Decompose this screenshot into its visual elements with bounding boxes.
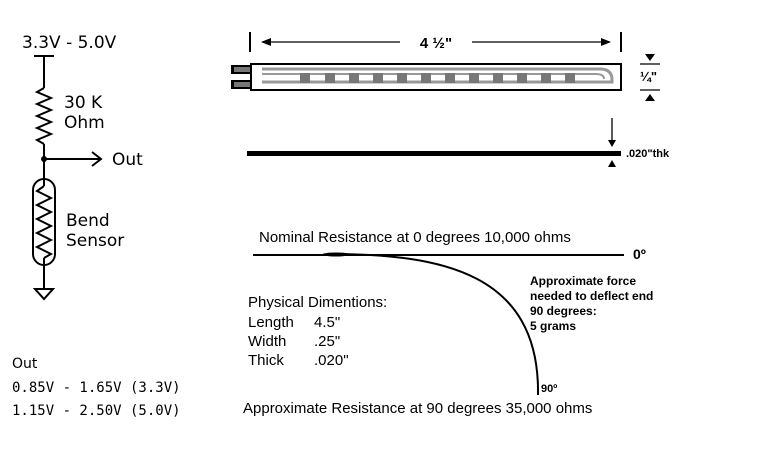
sensor-side-strip [247, 151, 621, 156]
length-arrow-left [261, 38, 271, 46]
resistor-unit-label: Ohm [64, 113, 105, 133]
bend-resistance-diagram: Nominal Resistance at 0 degrees 10,000 o… [243, 229, 653, 417]
approx-resistance-text: Approximate Resistance at 90 degrees 35,… [243, 400, 592, 417]
output-ranges-title: Out [12, 356, 38, 372]
physical-dimensions: Physical Dimentions: Length 4.5" Width .… [248, 294, 387, 369]
dimension-value-width: .25" [314, 333, 340, 350]
dimension-name-width: Width [248, 333, 286, 350]
force-note-line3: 90 degrees: [530, 304, 597, 318]
voltage-divider-circuit: 3.3V - 5.0V 30 K Ohm Out Bend Sensor [22, 33, 143, 301]
output-voltage-ranges: Out 0.85V - 1.65V (3.3V) 1.15V - 2.50V (… [12, 356, 181, 419]
width-arrow-top [645, 54, 655, 61]
out-arrow-head [91, 151, 103, 167]
thickness-arrow-top [608, 140, 616, 147]
dimension-value-length: 4.5" [314, 314, 340, 331]
resistor-value-label: 30 K [64, 93, 103, 113]
length-arrow-right [601, 38, 611, 46]
zero-degree-label: 0º [633, 246, 646, 262]
thickness-arrow-bottom [608, 160, 616, 167]
width-dim-label: ¼" [640, 69, 657, 84]
connector-pin-bottom-inner [234, 82, 262, 87]
sensor-pads [300, 73, 575, 83]
bend-sensor-label-line2: Sensor [66, 231, 124, 251]
nominal-resistance-text: Nominal Resistance at 0 degrees 10,000 o… [259, 229, 571, 246]
force-note-line2: needed to deflect end [530, 289, 653, 303]
dimension-value-thick: .020" [314, 352, 349, 369]
dimension-name-length: Length [248, 314, 294, 331]
dimension-name-thick: Thick [248, 352, 284, 369]
width-arrow-bottom [645, 94, 655, 101]
sensor-top-view: 4 ½" ¼" [231, 32, 660, 101]
output-range-3v3: 0.85V - 1.65V (3.3V) [12, 380, 181, 396]
ninety-degree-label: 90º [541, 383, 557, 395]
sensor-trace-inner [262, 73, 605, 80]
sensor-trace [262, 67, 614, 84]
bend-deflection-curve [329, 253, 540, 396]
length-dim-label: 4 ½" [420, 35, 452, 52]
ground-symbol [32, 288, 56, 301]
out-label: Out [112, 150, 143, 170]
resistor-zigzag [34, 87, 54, 145]
dimensions-title: Physical Dimentions: [248, 294, 387, 311]
sensor-side-view: .020"thk [247, 118, 670, 167]
connector-pin-top-inner [234, 67, 262, 72]
output-range-5v: 1.15V - 2.50V (5.0V) [12, 403, 181, 419]
force-note-line1: Approximate force [530, 274, 636, 288]
bend-sensor-zigzag [34, 185, 54, 259]
force-note-line4: 5 grams [530, 319, 576, 333]
supply-voltage-label: 3.3V - 5.0V [22, 33, 117, 53]
bend-sensor-label-line1: Bend [66, 211, 110, 231]
thickness-label: .020"thk [626, 148, 670, 160]
